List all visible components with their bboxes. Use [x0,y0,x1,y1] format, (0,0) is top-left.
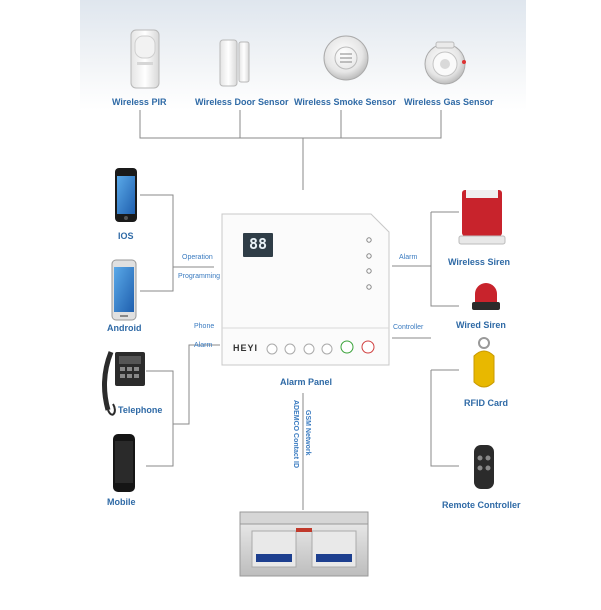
rfid-card-icon [473,337,495,388]
label-smoke-sensor: Wireless Smoke Sensor [294,97,396,107]
door-sensor-icon [219,39,250,87]
ios-phone-icon [115,168,137,222]
label-wired-siren: Wired Siren [456,320,506,330]
label-android: Android [107,323,142,333]
label-remote-controller: Remote Controller [442,500,521,510]
label-operation: Operation [182,254,213,261]
panel-brand-logo: HEYI [233,343,259,353]
label-alarm-right: Alarm [399,254,418,261]
wired-siren-icon [472,283,500,310]
smoke-sensor-icon [323,35,369,81]
gas-sensor-icon [424,41,466,85]
panel-display-digits: 88 [248,235,268,253]
panel-display [243,233,273,257]
label-programming: Programming [178,273,221,280]
label-telephone: Telephone [118,405,163,415]
wireless-siren-icon [458,190,506,245]
right-lower-bracket [392,337,459,467]
label-controller: Controller [393,324,424,331]
wireless-pir-icon [130,29,160,89]
label-wireless-siren: Wireless Siren [448,257,510,267]
mobile-phone-icon [113,434,135,492]
connection-lines [139,110,459,510]
label-rfid-card: RFID Card [464,398,509,408]
label-gas-sensor: Wireless Gas Sensor [404,97,494,107]
label-ios: IOS [118,231,134,241]
label-phone: Phone [194,323,215,330]
left-upper-bracket [140,194,214,292]
sensor-bus-line [139,110,442,190]
telephone-icon [102,351,145,416]
remote-controller-icon [474,445,494,489]
label-ademco-contact-id: ADEMCO Contact ID [292,400,299,469]
alarm-panel-device [221,213,390,366]
label-gsm-network: GSM Network [304,410,311,456]
label-alarm-panel: Alarm Panel [280,377,333,387]
left-lower-bracket [146,344,220,467]
ademco-receiver-icon [239,511,369,577]
label-door-sensor: Wireless Door Sensor [195,97,289,107]
right-upper-bracket [392,211,459,307]
label-wireless-pir: Wireless PIR [112,97,167,107]
android-phone-icon [111,259,137,321]
label-mobile: Mobile [107,497,136,507]
label-alarm-left: Alarm [194,342,213,349]
